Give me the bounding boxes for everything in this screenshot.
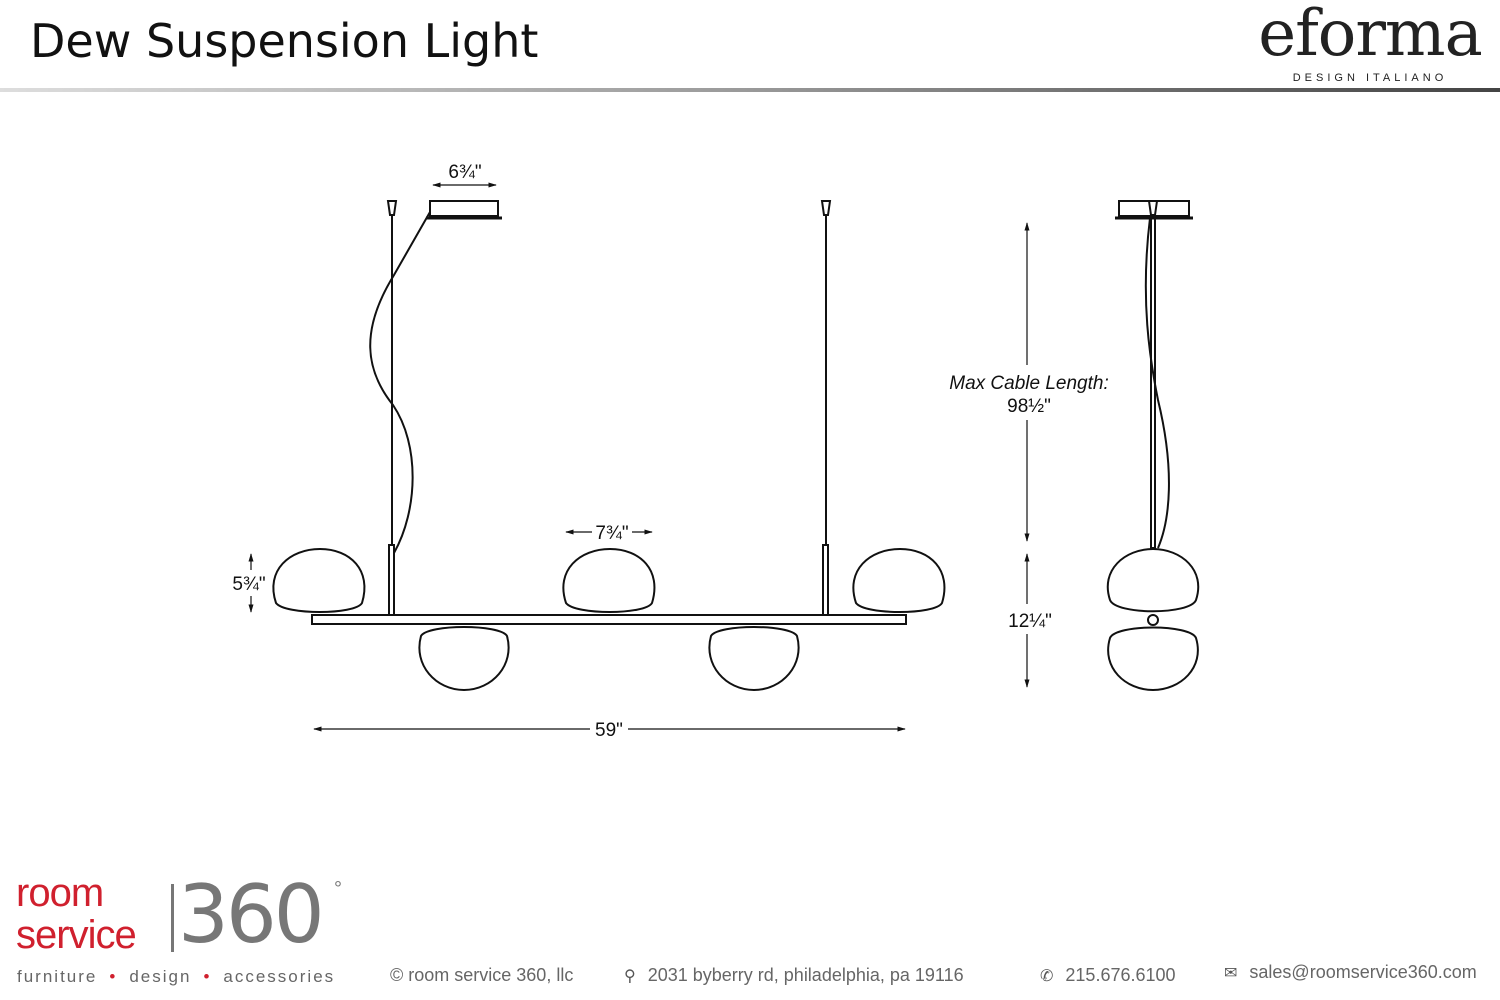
- canopy-width-label: 6¾": [448, 162, 481, 183]
- ceiling-hook: [820, 200, 832, 216]
- ceiling-hook: [1147, 200, 1159, 216]
- front-view: [272, 200, 946, 692]
- shade-width-label: 7¾": [595, 523, 628, 544]
- ceiling-hook: [386, 200, 398, 216]
- power-cord: [1144, 217, 1170, 549]
- glass-shade: [852, 547, 946, 613]
- ceiling-canopy: [429, 200, 499, 217]
- glass-shade: [708, 626, 800, 692]
- logo-word-service: service: [16, 913, 137, 957]
- max-cable-value: 98½": [1007, 396, 1051, 417]
- map-pin-icon: ⚲: [624, 968, 636, 985]
- stem: [388, 544, 395, 616]
- side-view: [1106, 200, 1200, 692]
- logo-number: 360: [178, 868, 325, 961]
- header-divider: [0, 88, 1500, 92]
- phone-icon: ✆: [1040, 968, 1054, 985]
- horizontal-bar: [311, 614, 907, 625]
- email[interactable]: ✉sales@roomservice360.com: [1224, 962, 1477, 982]
- page-title: Dew Suspension Light: [30, 14, 539, 68]
- logo-tagline: furniture•design•accessories: [17, 967, 336, 986]
- power-cord: [369, 211, 431, 554]
- logo-degree: °: [334, 878, 342, 900]
- glass-shade: [1106, 547, 1200, 613]
- dimension-lines: [248, 182, 1030, 732]
- address: ⚲2031 byberry rd, philadelphia, pa 19116: [624, 965, 964, 985]
- shade-height-label: 5¾": [232, 574, 265, 595]
- glass-shade: [272, 547, 366, 613]
- phone[interactable]: ✆215.676.6100: [1040, 965, 1176, 985]
- connector: [1147, 614, 1159, 626]
- logo-word-room: room: [16, 871, 104, 915]
- logo-divider: [171, 884, 174, 952]
- stem: [822, 544, 829, 616]
- glass-shade: [1107, 626, 1199, 692]
- envelope-icon: ✉: [1224, 965, 1238, 982]
- fixture-height-label: 12¼": [1008, 611, 1052, 632]
- brand-logo: eforma DESIGN ITALIANO: [1250, 0, 1490, 85]
- max-cable-label: Max Cable Length:: [949, 373, 1109, 394]
- ceiling-canopy: [1118, 200, 1190, 217]
- glass-shade: [562, 547, 656, 613]
- glass-shade: [418, 626, 510, 692]
- overall-width-label: 59": [595, 720, 623, 741]
- brand-tagline: DESIGN ITALIANO: [1292, 72, 1448, 84]
- copyright: © room service 360, llc: [390, 965, 574, 985]
- brand-name: eforma: [1258, 0, 1483, 71]
